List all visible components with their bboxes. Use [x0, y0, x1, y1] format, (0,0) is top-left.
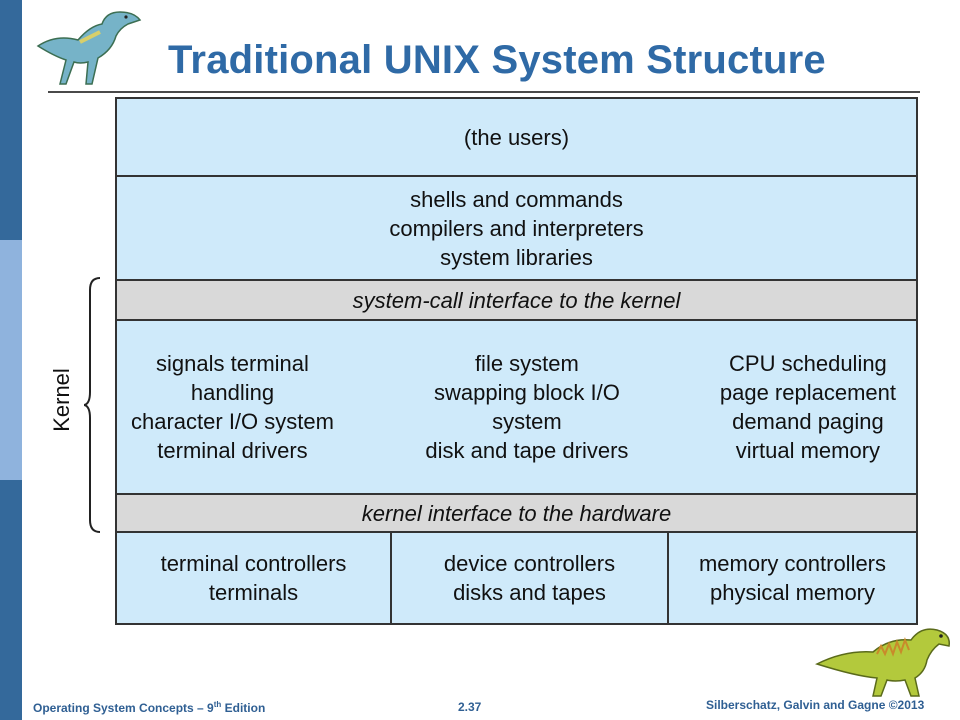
unix-structure-diagram: (the users) shells and commands compiler…: [115, 97, 918, 625]
kernel-brace: [84, 277, 101, 533]
hardware-line: physical memory: [709, 580, 876, 605]
footer-edition-suffix: Edition: [221, 701, 266, 715]
kernel-line: swapping block I/O: [433, 380, 620, 405]
footer-book-title: Operating System Concepts – 9th Edition: [33, 700, 265, 715]
dinosaur-icon: [815, 628, 950, 697]
syscall-interface-text: system-call interface to the kernel: [352, 287, 681, 313]
compilers-line: compilers and interpreters: [389, 215, 644, 241]
hardware-line: terminals: [208, 580, 299, 605]
hardware-column-memory: memory controllers physical memory: [669, 533, 916, 623]
users-text: (the users): [463, 124, 570, 150]
kernel-line: virtual memory: [735, 438, 881, 463]
hardware-column-devices: device controllers disks and tapes: [392, 533, 669, 623]
hardware-line: device controllers: [443, 551, 616, 576]
kernel-line: CPU scheduling: [729, 351, 887, 376]
kernel-line: page replacement: [719, 380, 896, 405]
users-layer: (the users): [117, 99, 916, 177]
kernel-column-terminal: signals terminal handling character I/O …: [131, 349, 334, 465]
sidebar-stripe-top: [0, 0, 22, 240]
hardware-line: memory controllers: [698, 551, 887, 576]
hardware-line: terminal controllers: [160, 551, 347, 576]
kernel-line: demand paging: [732, 409, 884, 434]
kernel-line: handling: [190, 380, 275, 405]
footer-edition-superscript: th: [213, 700, 222, 709]
kernel-label: Kernel: [49, 368, 74, 432]
title-divider: [48, 91, 920, 93]
kernel-column-memory: CPU scheduling page replacement demand p…: [720, 349, 896, 465]
hardware-line: disks and tapes: [453, 580, 606, 605]
hardware-column-terminals: terminal controllers terminals: [117, 533, 392, 623]
dinosaur-icon: [36, 11, 142, 85]
kernel-line: terminal drivers: [157, 438, 308, 463]
shells-line: shells and commands: [410, 186, 623, 212]
kernel-line: file system: [474, 351, 579, 376]
hardware-interface-layer: kernel interface to the hardware: [117, 493, 916, 533]
kernel-line: character I/O system: [131, 409, 334, 434]
hardware-interface-text: kernel interface to the hardware: [361, 500, 672, 526]
kernel-column-filesystem: file system swapping block I/O system di…: [425, 349, 628, 465]
sidebar-stripe-bottom: [0, 480, 22, 720]
kernel-services-layer: signals terminal handling character I/O …: [117, 321, 916, 493]
system-programs-layer: shells and commands compilers and interp…: [117, 177, 916, 281]
footer-copyright: Silberschatz, Galvin and Gagne ©2013: [706, 698, 925, 712]
footer-book-text: Operating System Concepts – 9: [33, 701, 214, 715]
kernel-line: disk and tape drivers: [425, 438, 629, 463]
hardware-layer: terminal controllers terminals device co…: [117, 533, 916, 623]
kernel-line: signals terminal: [156, 351, 309, 376]
slide-title: Traditional UNIX System Structure: [168, 38, 826, 82]
page-number: 2.37: [458, 700, 482, 714]
sidebar-stripe-middle: [0, 240, 22, 480]
kernel-line: system: [492, 409, 562, 434]
syscall-interface-layer: system-call interface to the kernel: [117, 281, 916, 321]
libraries-line: system libraries: [440, 244, 593, 270]
